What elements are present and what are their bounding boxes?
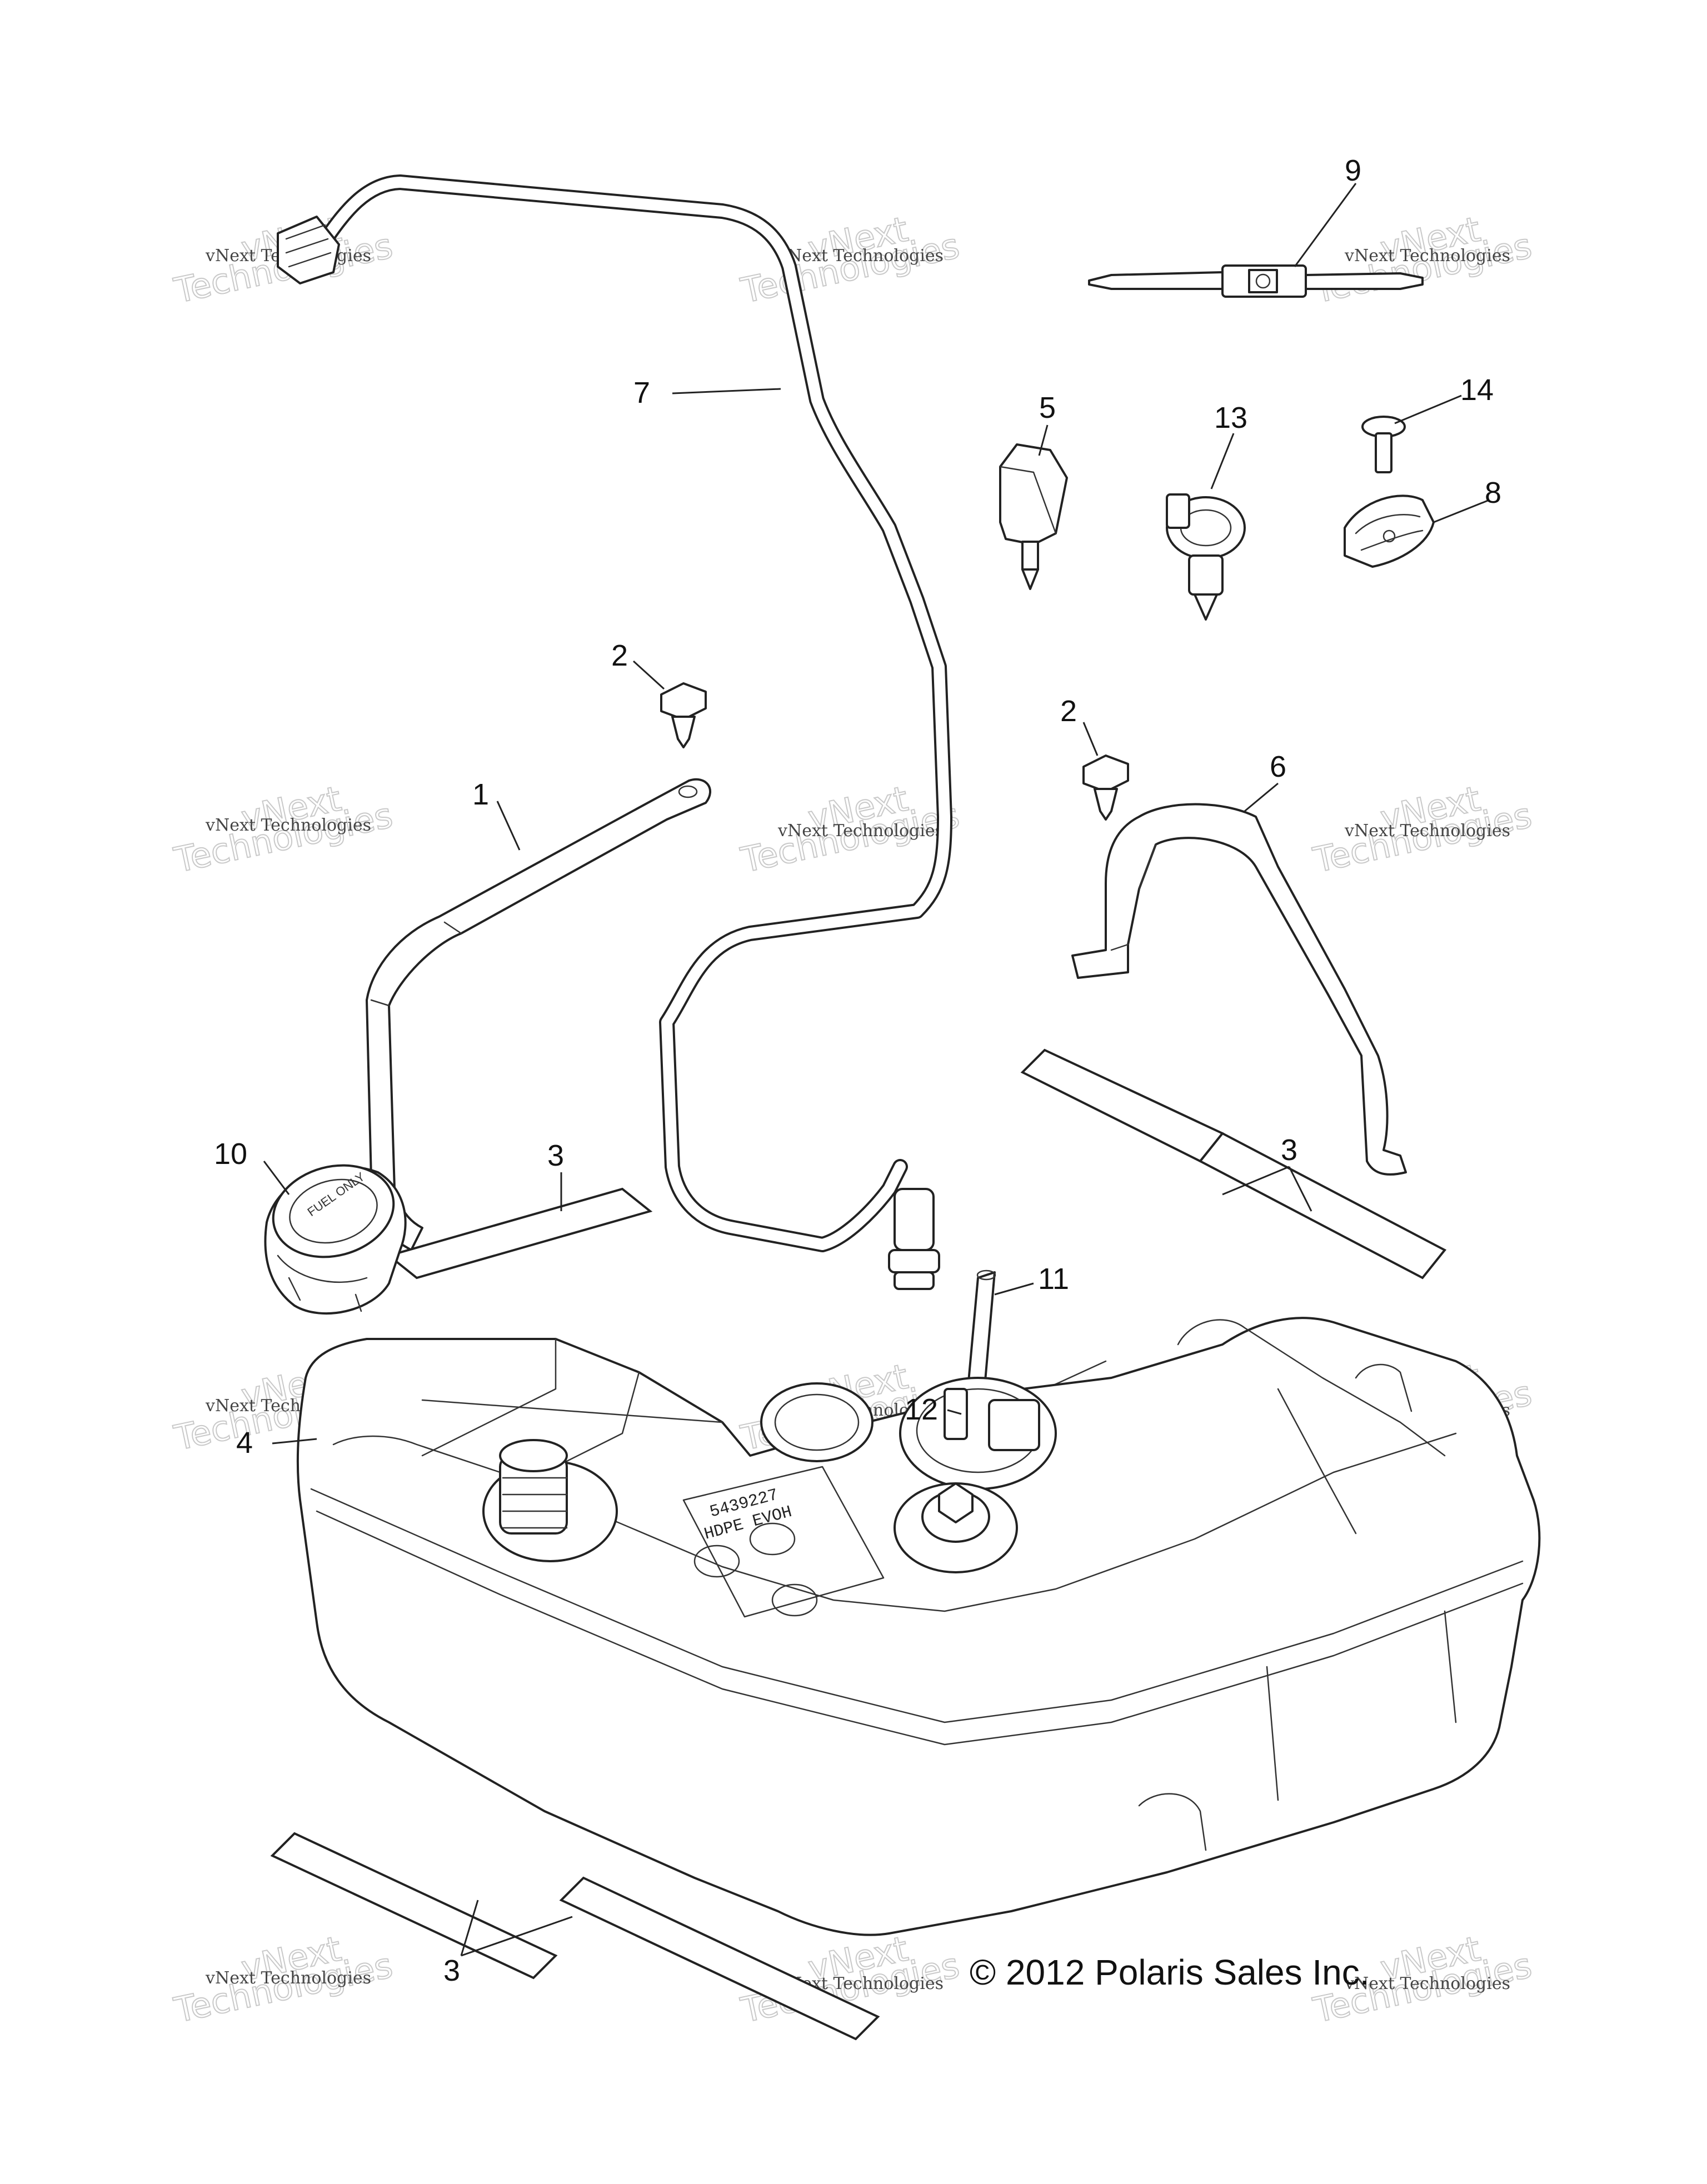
vent-line-part-7 xyxy=(277,174,952,1290)
fuel-tank-part-4: 5439227 HDPE EVOH xyxy=(296,1317,1541,1936)
callout-6: 6 xyxy=(1270,750,1286,783)
pad-right-long-2 xyxy=(1198,1132,1447,1280)
leader-6 xyxy=(1244,782,1279,812)
leader-5 xyxy=(1038,424,1049,456)
callout-2-right: 2 xyxy=(1060,694,1077,728)
watermark-5: Technologies vNext vNext Technologies xyxy=(737,778,964,881)
hose-clamp-part-13 xyxy=(1166,493,1246,621)
callout-3-bottom: 3 xyxy=(443,1954,460,1987)
pad-bottom-left xyxy=(270,1832,558,1980)
leader-lines xyxy=(263,183,1490,1957)
callout-9: 9 xyxy=(1345,154,1361,187)
callout-11: 11 xyxy=(1038,1262,1069,1296)
fuel-tank-label-plate: 5439227 HDPE EVOH xyxy=(682,1466,885,1618)
leader-4 xyxy=(272,1438,317,1445)
callout-5: 5 xyxy=(1039,391,1056,424)
leader-3b-1 xyxy=(1222,1166,1290,1196)
callout-labels: 1 2 2 3 3 3 4 5 6 7 8 9 10 11 12 13 14 xyxy=(214,154,1501,1987)
pads-part-3 xyxy=(270,1048,1447,2041)
callout-2-left: 2 xyxy=(611,639,628,672)
watermark-small: vNext Technologies xyxy=(777,246,944,266)
push-rivet-part-14 xyxy=(1361,416,1406,473)
bolt-part-2-right xyxy=(1082,754,1129,821)
callout-14: 14 xyxy=(1460,373,1494,407)
watermark-2: Technologies vNext vNext Technologies xyxy=(737,208,964,312)
leader-7 xyxy=(672,388,781,394)
copyright-notice: © 2012 Polaris Sales Inc. xyxy=(970,1952,1370,1992)
leader-3c-1 xyxy=(460,1900,479,1956)
clip-part-5 xyxy=(999,443,1068,590)
callout-4: 4 xyxy=(236,1426,253,1460)
fuel-tank-filler-neck xyxy=(482,1439,618,1562)
leader-14 xyxy=(1394,394,1462,424)
watermark-small: vNext Technologies xyxy=(1344,821,1510,841)
pad-bottom-right xyxy=(559,1876,880,2041)
watermark-6: Technologies vNext vNext Technologies xyxy=(1309,778,1536,881)
leader-8 xyxy=(1433,499,1490,523)
pad-left-small xyxy=(386,1187,653,1280)
watermark-4: Technologies vNext vNext Technologies xyxy=(170,778,397,881)
leader-3c-2 xyxy=(461,1916,573,1957)
leader-2a xyxy=(632,660,665,690)
watermark-small: vNext Technologies xyxy=(1344,246,1510,266)
watermark-small: vNext Technologies xyxy=(205,1968,371,1988)
pad-right-long-1 xyxy=(1020,1048,1225,1163)
watermark-small: vNext Technologies xyxy=(1344,1974,1510,1993)
callout-3-left: 3 xyxy=(547,1139,564,1172)
vent-line-fitting-bottom xyxy=(888,1188,940,1290)
leader-3b-2 xyxy=(1288,1166,1312,1212)
callout-8: 8 xyxy=(1485,476,1501,509)
leader-10 xyxy=(263,1161,290,1195)
callout-3-right: 3 xyxy=(1281,1133,1297,1167)
watermark-10: Technologies vNext vNext Technologies xyxy=(170,1928,397,2031)
vent-line-connector-top xyxy=(277,216,340,284)
leader-1 xyxy=(496,801,521,851)
callout-7: 7 xyxy=(633,376,650,409)
callout-13: 13 xyxy=(1214,401,1247,434)
leader-9 xyxy=(1294,183,1357,267)
callout-12: 12 xyxy=(905,1393,938,1426)
cable-tie-part-9 xyxy=(1088,264,1424,298)
callout-1: 1 xyxy=(472,778,489,811)
clip-part-8 xyxy=(1344,494,1435,568)
strap-part-6 xyxy=(1071,803,1407,1176)
watermark-small: vNext Technologies xyxy=(777,821,944,841)
watermark-small: vNext Technologies xyxy=(205,816,371,835)
leader-2b xyxy=(1082,722,1099,756)
strap-part-1 xyxy=(366,778,712,1251)
fuel-pump-module xyxy=(894,1377,1057,1573)
leader-12 xyxy=(947,1409,962,1415)
leader-11 xyxy=(994,1282,1034,1296)
fuel-cap-part-10: FUEL ONLY xyxy=(264,1164,407,1315)
bolt-part-2-left xyxy=(660,682,707,748)
callout-10: 10 xyxy=(214,1137,247,1171)
watermark-3: Technologies vNext vNext Technologies xyxy=(1309,208,1536,312)
leader-13 xyxy=(1210,433,1235,489)
